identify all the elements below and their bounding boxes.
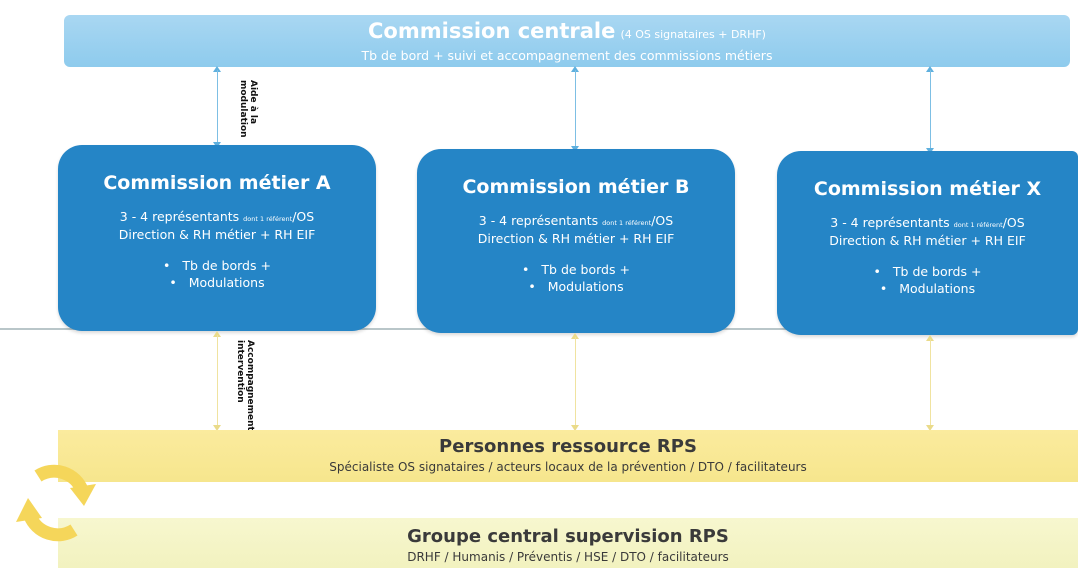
arrow-up-head-b — [571, 66, 579, 72]
connector-top-a — [217, 70, 218, 144]
rps-subtitle: Spécialiste OS signataires / acteurs loc… — [329, 460, 807, 474]
groupe-title: Groupe central supervision RPS — [407, 526, 729, 547]
rps-resource-band: Personnes ressource RPS Spécialiste OS s… — [58, 430, 1078, 482]
rep-note: dont 1 référent — [602, 219, 652, 227]
connector-top-x — [930, 70, 931, 150]
commission-direction: Direction & RH métier + RH EIF — [118, 227, 316, 242]
arrow-up-head-bottom-x — [926, 335, 934, 341]
central-commission-description: Tb de bord + suivi et accompagnement des… — [361, 48, 773, 63]
groupe-central-band: Groupe central supervision RPS DRHF / Hu… — [58, 518, 1078, 568]
arrow-up-head-a — [213, 66, 221, 72]
rep-main: 3 - 4 représentants — [119, 209, 244, 224]
rep-suffix: /OS — [1002, 215, 1025, 230]
commission-title: Commission métier A — [103, 172, 331, 194]
rep-main: 3 - 4 représentants — [830, 215, 954, 230]
bullet-item: Tb de bords + — [417, 261, 735, 278]
connector-label-top-line1: Aide à la — [248, 80, 258, 125]
rep-suffix: /OS — [651, 213, 674, 228]
commission-bullets: Tb de bords + Modulations — [58, 257, 376, 291]
refresh-cycle-icon — [8, 460, 104, 544]
connector-top-b — [575, 70, 576, 148]
connector-bottom-b — [575, 337, 576, 427]
central-commission-banner: Commission centrale (4 OS signataires + … — [64, 15, 1070, 67]
groupe-subtitle: DRHF / Humanis / Préventis / HSE / DTO /… — [407, 550, 729, 564]
commission-title: Commission métier B — [462, 176, 690, 198]
arrow-down-head-bottom-b — [571, 425, 579, 431]
connector-label-bottom-line1: Accompagnement — [245, 340, 255, 431]
rep-main: 3 - 4 représentants — [478, 213, 603, 228]
rep-suffix: /OS — [292, 209, 315, 224]
commission-bullets: Tb de bords + Modulations — [417, 261, 735, 295]
commission-bullets: Tb de bords + Modulations — [777, 263, 1078, 297]
commission-direction: Direction & RH métier + RH EIF — [829, 233, 1026, 248]
rep-note: dont 1 référent — [243, 215, 293, 223]
commission-direction: Direction & RH métier + RH EIF — [477, 231, 675, 246]
commission-representatives: 3 - 4 représentants dont 1 référent/OS — [777, 215, 1078, 233]
bullet-item: Modulations — [58, 274, 376, 291]
commission-representatives: 3 - 4 représentants dont 1 référent/OS — [58, 209, 376, 227]
commission-box-b: Commission métier B 3 - 4 représentants … — [417, 149, 735, 333]
commission-representatives: 3 - 4 représentants dont 1 référent/OS — [417, 213, 735, 231]
rps-title: Personnes ressource RPS — [439, 436, 697, 457]
rep-note: dont 1 référent — [953, 221, 1003, 229]
connector-label-bottom: Accompagnement intervention — [235, 340, 255, 431]
central-commission-subtitle: (4 OS signataires + DRHF) — [620, 28, 766, 41]
arrow-up-head-bottom-b — [571, 333, 579, 339]
connector-label-bottom-line2: intervention — [235, 340, 245, 403]
connector-bottom-x — [930, 339, 931, 427]
commission-title: Commission métier X — [813, 178, 1042, 200]
arrow-up-head-x — [926, 66, 934, 72]
bullet-item: Modulations — [777, 280, 1078, 297]
connector-label-top-line2: modulation — [238, 80, 248, 138]
bullet-item: Tb de bords + — [58, 257, 376, 274]
bullet-item: Modulations — [417, 278, 735, 295]
arrow-up-head-bottom-a — [213, 331, 221, 337]
arrow-down-head-bottom-x — [926, 425, 934, 431]
bullet-item: Tb de bords + — [777, 263, 1078, 280]
arrow-down-head-bottom-a — [213, 425, 221, 431]
connector-label-top: Aide à la modulation — [238, 80, 258, 138]
commission-box-x: Commission métier X 3 - 4 représentants … — [777, 151, 1078, 335]
commission-box-a: Commission métier A 3 - 4 représentants … — [58, 145, 376, 331]
connector-bottom-a — [217, 335, 218, 427]
central-commission-title: Commission centrale — [368, 19, 616, 43]
